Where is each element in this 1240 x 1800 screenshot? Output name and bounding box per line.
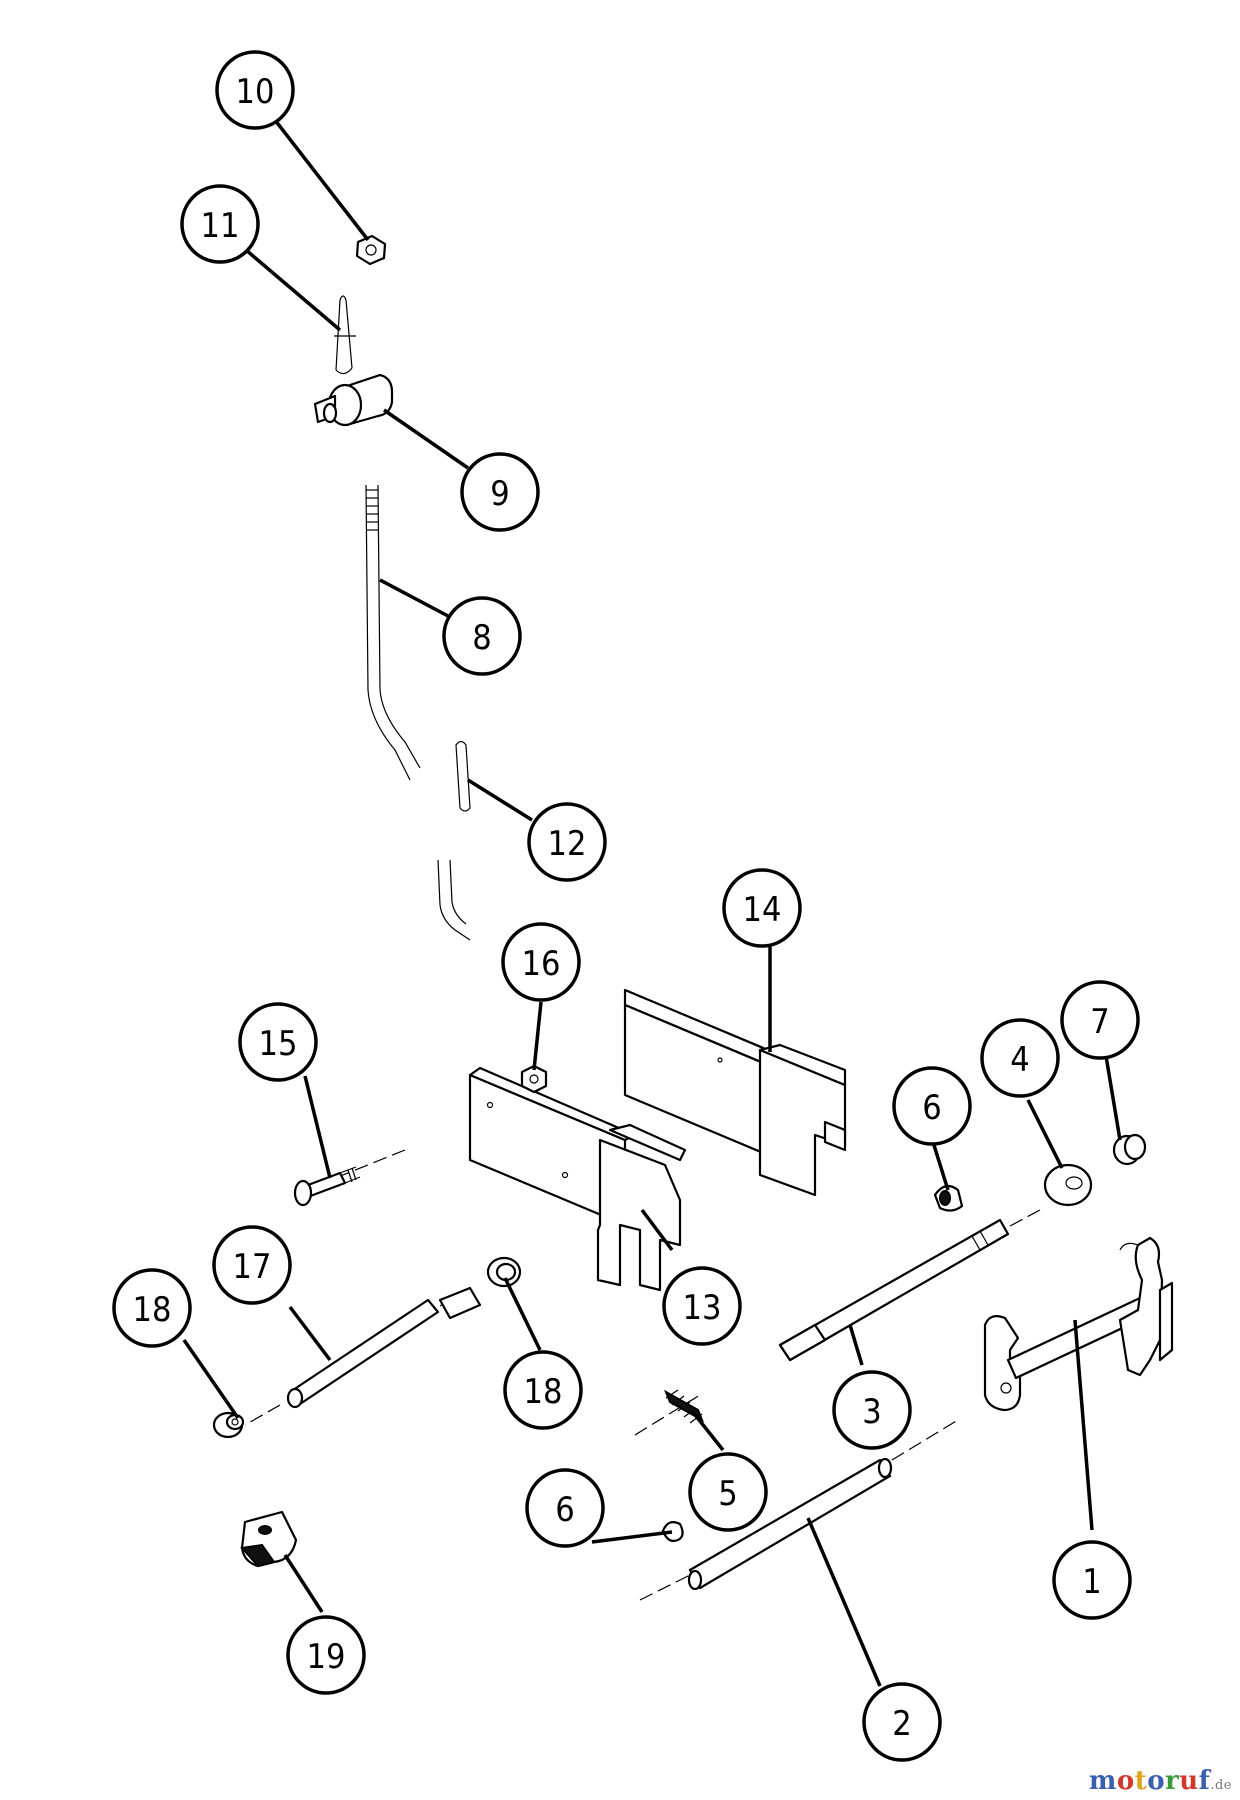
callout-18-left-label: 18 [133,1290,172,1330]
watermark-logo: motoruf.de [1089,1766,1232,1796]
callout-12-label: 12 [548,824,587,864]
part-9-swivel [313,373,394,427]
callout-4: 4 [980,1018,1060,1098]
callout-19-label: 19 [307,1637,346,1677]
callout-17: 17 [212,1225,292,1305]
watermark-letter: o [1147,1766,1166,1796]
callout-16-label: 16 [522,944,561,984]
callout-8: 8 [442,596,522,676]
part-18-bushing-left [212,1411,245,1439]
callout-1: 1 [1052,1540,1132,1620]
callout-6-lower: 6 [525,1468,605,1548]
part-19-plate [240,1510,298,1568]
part-4-washer [1043,1163,1093,1207]
part-15-bolt [293,1149,406,1207]
part-17-shaft [244,1293,461,1426]
callout-7-label: 7 [1090,1002,1109,1042]
callout-11: 11 [180,184,260,264]
callout-15-label: 15 [259,1024,298,1064]
callout-3-label: 3 [862,1392,881,1432]
callout-16: 16 [501,922,581,1002]
callout-5: 5 [688,1452,768,1532]
callout-17-label: 17 [233,1247,272,1287]
callout-2: 2 [862,1682,942,1762]
part-14-bracket [623,988,847,1197]
part-10-nut [355,234,387,266]
callout-11-label: 11 [201,206,240,246]
callout-13: 13 [662,1266,742,1346]
part-12-cotter-pin [455,740,471,812]
callout-18-left: 18 [112,1268,192,1348]
callout-9-label: 9 [490,474,509,514]
callout-4-label: 4 [1010,1040,1029,1080]
watermark-letter: o [1116,1766,1135,1796]
watermark-letter: t [1134,1766,1148,1796]
callout-19: 19 [286,1615,366,1695]
callout-10-label: 10 [236,72,275,112]
callout-9: 9 [460,452,540,532]
part-3-shaft [634,1209,1041,1436]
callout-15: 15 [238,1002,318,1082]
part-18-bushing-right [438,1256,522,1320]
callout-2-label: 2 [892,1704,911,1744]
callout-13-label: 13 [683,1288,722,1328]
callout-14: 14 [722,868,802,948]
part-2-shaft [639,1419,959,1601]
callout-3: 3 [832,1370,912,1450]
callout-6-upper: 6 [892,1066,972,1146]
callout-5-label: 5 [718,1474,737,1514]
leader-lines [182,109,1122,1687]
part-11-hairpin-clip [334,295,356,375]
part-8-rod [365,484,471,941]
callout-6-lower-label: 6 [555,1490,574,1530]
watermark-letter: f [1198,1766,1211,1796]
callout-10: 10 [215,50,295,130]
watermark-suffix: .de [1210,1778,1232,1793]
callout-7: 7 [1060,980,1140,1060]
callout-6-upper-label: 6 [922,1088,941,1128]
part-13-bracket [468,1066,687,1292]
watermark-letter: m [1088,1766,1117,1796]
part-6-ring-lower [661,1521,684,1543]
part-7-cap [1112,1133,1147,1166]
callout-14-label: 14 [743,890,782,930]
callout-18-right-label: 18 [524,1372,563,1412]
watermark-letters: motoruf [1089,1766,1211,1796]
callout-1-label: 1 [1082,1562,1101,1602]
callout-18-right: 18 [503,1350,583,1430]
watermark-letter: r [1165,1766,1180,1796]
callout-8-label: 8 [472,618,491,658]
watermark-letter: u [1179,1766,1199,1796]
part-6-clip-upper [933,1184,964,1212]
callout-12: 12 [527,802,607,882]
